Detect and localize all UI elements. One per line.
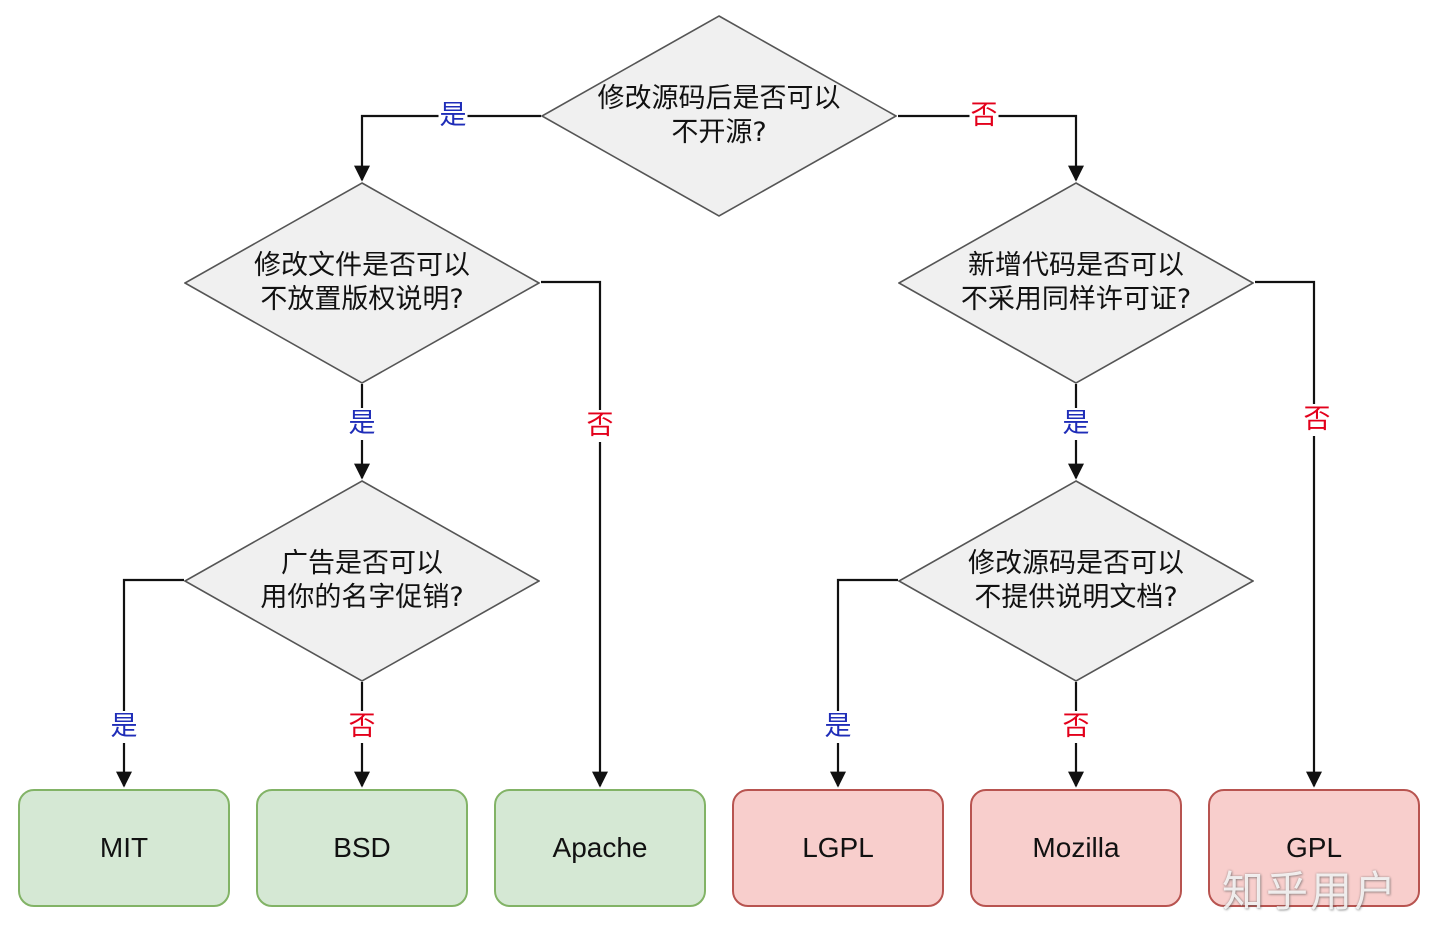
decision-file-notice-line2: 不放置版权说明? bbox=[260, 284, 464, 315]
decision-root-line2: 不开源? bbox=[671, 117, 767, 148]
license-mit: MIT bbox=[18, 789, 230, 907]
decision-docs-line1: 修改源码是否可以 bbox=[968, 548, 1184, 579]
edge-file-no bbox=[541, 280, 608, 788]
label-root-yes: 是 bbox=[438, 100, 468, 132]
label-promo-yes: 是 bbox=[109, 711, 139, 743]
label-docs-yes: 是 bbox=[823, 711, 853, 743]
label-promo-no: 否 bbox=[347, 711, 377, 743]
decision-new-code: 新增代码是否可以 不采用同样许可证? bbox=[898, 182, 1254, 384]
decision-docs-line2: 不提供说明文档? bbox=[974, 582, 1178, 613]
license-mozilla: Mozilla bbox=[970, 789, 1182, 907]
decision-new-code-line2: 不采用同样许可证? bbox=[960, 284, 1192, 315]
decision-file-notice: 修改文件是否可以 不放置版权说明? bbox=[184, 182, 540, 384]
license-gpl: GPL bbox=[1208, 789, 1420, 907]
edge-promo-yes bbox=[116, 578, 184, 788]
decision-root: 修改源码后是否可以 不开源? bbox=[541, 15, 897, 217]
license-mozilla-label: Mozilla bbox=[1032, 832, 1120, 863]
license-bsd-label: BSD bbox=[333, 832, 391, 863]
edge-docs-yes bbox=[830, 578, 898, 788]
label-file-yes: 是 bbox=[347, 408, 377, 440]
decision-file-notice-line1: 修改文件是否可以 bbox=[254, 250, 470, 281]
label-docs-no: 否 bbox=[1061, 711, 1091, 743]
decision-promo-line2: 用你的名字促销? bbox=[260, 582, 464, 613]
decision-promo: 广告是否可以 用你的名字促销? bbox=[184, 480, 540, 682]
license-mit-label: MIT bbox=[99, 832, 149, 863]
edge-root-no bbox=[898, 114, 1084, 182]
label-file-no: 否 bbox=[585, 410, 615, 442]
license-apache-label: Apache bbox=[552, 832, 648, 863]
decision-docs: 修改源码是否可以 不提供说明文档? bbox=[898, 480, 1254, 682]
decision-new-code-line1: 新增代码是否可以 bbox=[968, 250, 1184, 281]
license-lgpl-label: LGPL bbox=[802, 832, 874, 863]
edge-newcode-no bbox=[1255, 280, 1322, 788]
label-newcode-no: 否 bbox=[1302, 404, 1332, 436]
label-root-no: 否 bbox=[969, 100, 999, 132]
license-bsd: BSD bbox=[256, 789, 468, 907]
label-newcode-yes: 是 bbox=[1061, 408, 1091, 440]
decision-promo-line1: 广告是否可以 bbox=[281, 548, 443, 579]
edge-root-yes bbox=[354, 114, 541, 182]
license-gpl-label: GPL bbox=[1285, 832, 1343, 863]
license-lgpl: LGPL bbox=[732, 789, 944, 907]
license-apache: Apache bbox=[494, 789, 706, 907]
watermark: 知乎用户 bbox=[1222, 867, 1399, 916]
decision-root-line1: 修改源码后是否可以 bbox=[597, 83, 841, 114]
